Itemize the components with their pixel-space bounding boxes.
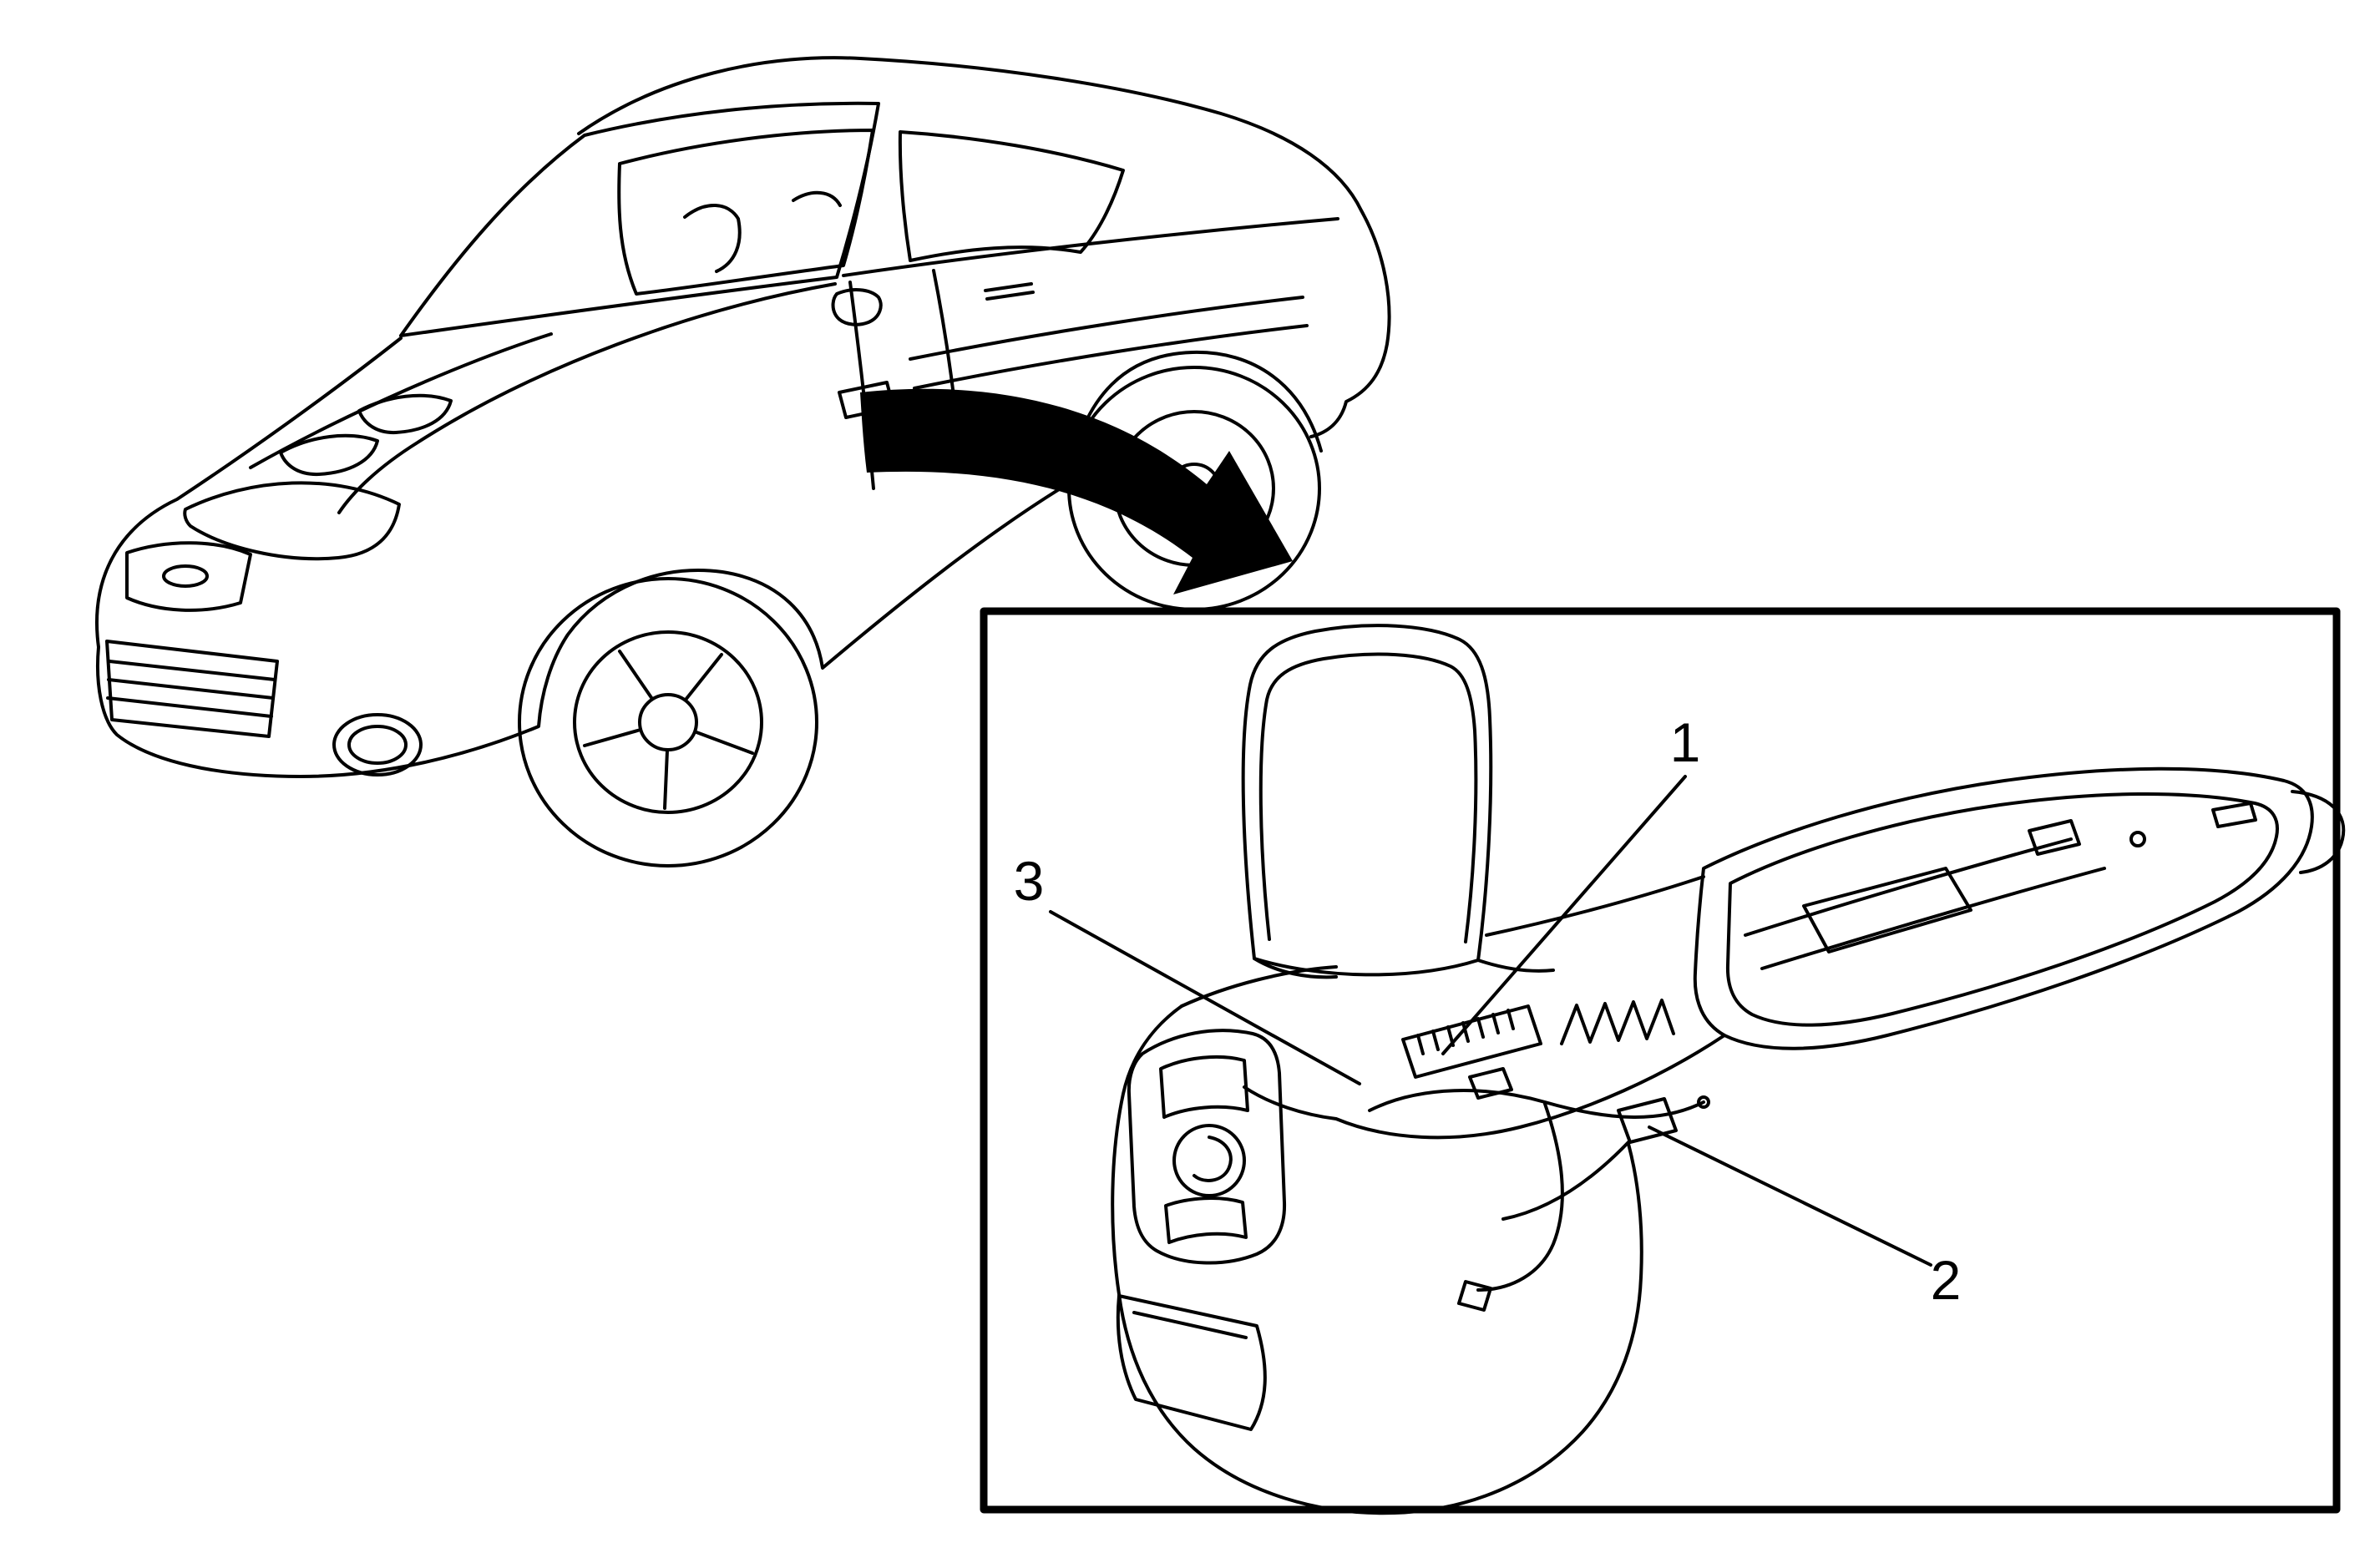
console-illustration [1049,624,2346,1515]
junction-block [1401,1004,1542,1079]
car-headlamp [183,481,401,561]
car-roof-outline [577,56,1391,438]
car-door-handle [984,282,1035,301]
inset-border [980,607,2341,1514]
car-hood-crease [249,332,553,469]
car-side-mirror [831,288,883,326]
callout-leaders [1049,775,1932,1267]
car-beltline [842,217,1339,277]
car-grille-slats [106,660,276,718]
car-side-stripe-upper [909,296,1304,361]
console-front-section [1111,965,1643,1515]
car-lower-grille [105,640,279,738]
car-front-door-window [617,129,874,296]
car-front-hood [95,336,403,649]
car-interior-seats [683,190,842,273]
car-side-stripe-lower [913,324,1309,390]
console-rear-latch [2291,790,2346,874]
car-windshield [399,101,880,337]
car-fender-line [337,282,837,514]
callout-3-leader [1049,910,1361,1085]
wiring-harness [1368,999,1710,1312]
coiled-wire [1560,999,1675,1045]
callout-3-label: 3 [1014,850,1045,912]
car-emblem [162,564,209,588]
car-upper-grille [125,541,252,612]
car-hood-scoop-left [279,433,379,477]
console-rear-tray [1693,766,2346,1050]
console-faceplate [1127,1029,1287,1265]
callout-1-label: 1 [1670,711,1701,773]
console-mid-section [1243,875,1726,1140]
harness-connector [1617,1097,1678,1144]
car-quarter-window [898,130,1125,262]
callout-2-label: 2 [1931,1249,1962,1311]
callout-1-leader [1441,775,1687,1055]
car-lower-outline [95,350,1323,778]
car-fog-lamp [332,713,423,776]
callout-2-leader [1648,1126,1932,1267]
console-open-door [1116,1294,1267,1431]
front-wheel [518,577,818,868]
car-hood-scoop-right [357,393,453,435]
detail-arrow-icon [860,388,1293,594]
